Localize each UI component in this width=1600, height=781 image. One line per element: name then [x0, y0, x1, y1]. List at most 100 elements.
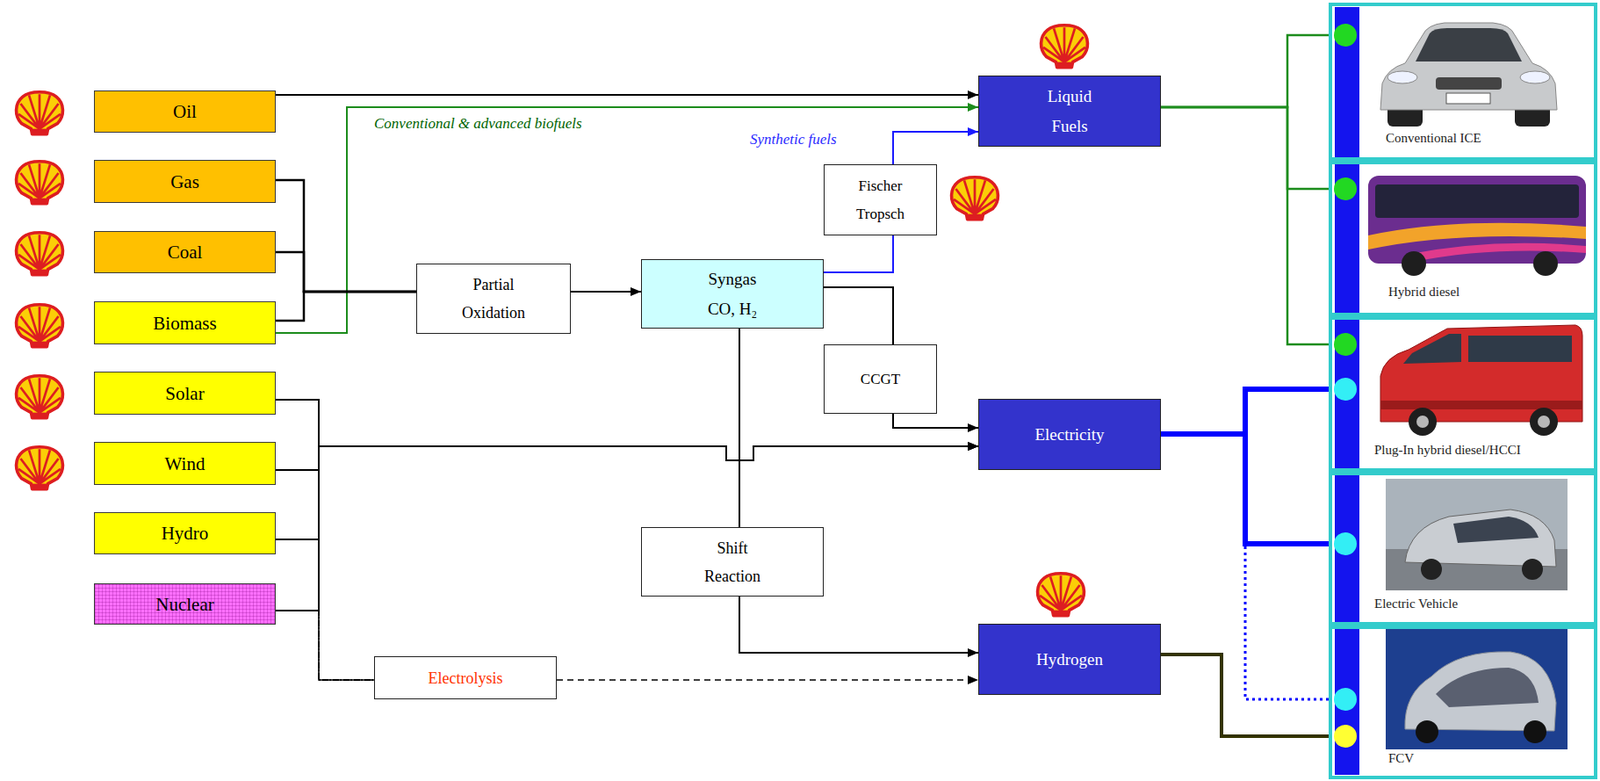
electricity-dot: [1333, 687, 1357, 711]
electric-car-picture: [1385, 478, 1568, 591]
connector: [275, 107, 979, 333]
shell-logos: [16, 25, 1089, 616]
grille: [1435, 77, 1502, 90]
connector: [1160, 654, 1329, 736]
node-label: Electric Vehicle: [1374, 595, 1458, 612]
node-label: Partial Oxidation: [449, 270, 538, 327]
carrier-box: Hydrogen: [978, 623, 1161, 695]
hub: [1416, 415, 1429, 428]
edge-label: Conventional & advanced biofuels: [374, 115, 583, 132]
hydrogen-dot: [1333, 724, 1357, 748]
van-body: [1380, 324, 1583, 422]
connector: [275, 610, 375, 680]
connector: [275, 93, 979, 96]
windshield: [1415, 28, 1522, 62]
node-label: Electrolysis: [428, 663, 504, 692]
connector: [893, 131, 979, 165]
carrier-box: Liquid Fuels: [978, 75, 1161, 147]
liquid-fuel-dot: [1333, 332, 1357, 356]
shell-logo: [951, 177, 999, 220]
wheel: [1420, 558, 1442, 580]
connector: [893, 413, 979, 428]
wheel: [1521, 558, 1543, 580]
connectors: [275, 35, 1329, 736]
source-box: Biomass: [93, 301, 276, 345]
label-holder: Conventional & advanced biofuels: [372, 115, 584, 133]
car-body: [1380, 22, 1557, 110]
node-label: FCV: [1388, 749, 1414, 766]
connector: [823, 287, 894, 345]
vehicle-panel: FCV: [1328, 625, 1598, 779]
liquid-fuel-dot: [1333, 23, 1357, 47]
source-box: Wind: [93, 441, 276, 485]
bus-picture: [1368, 175, 1586, 276]
connector: [570, 290, 642, 293]
process-box: Shift Reaction: [641, 526, 824, 597]
photo-ground: [1385, 478, 1568, 591]
node-label: Wind: [165, 452, 206, 476]
connector: [275, 291, 417, 321]
connector: [1160, 389, 1329, 434]
wheel: [1401, 251, 1427, 276]
source-box: Gas: [93, 159, 276, 203]
wheel: [1415, 720, 1439, 743]
wheel: [1408, 407, 1437, 436]
car-body: [1405, 651, 1557, 731]
edge-label: Synthetic fuels: [749, 130, 837, 148]
electricity-dot: [1333, 532, 1357, 555]
connector: [275, 446, 979, 540]
connector: [1160, 107, 1329, 345]
car-body: [1405, 509, 1557, 567]
label-holder: Synthetic fuels: [748, 130, 839, 149]
process-box: Syngas CO, H₂: [641, 259, 824, 329]
connector: [275, 469, 375, 680]
node-label: Conventional ICE: [1385, 129, 1482, 146]
node-label: Hydrogen: [1036, 644, 1103, 675]
node-label: Hydro: [161, 521, 210, 545]
car-window: [1453, 516, 1539, 543]
conventional-car-picture: [1380, 22, 1557, 127]
source-box: Oil: [93, 90, 276, 133]
node-label: Nuclear: [155, 592, 214, 616]
connector: [556, 678, 979, 681]
vehicle-bus-bar: [1334, 7, 1360, 775]
node-label: Electricity: [1034, 419, 1104, 450]
source-box: Coal: [93, 230, 276, 274]
bus-body: [1368, 175, 1586, 264]
shell-logo: [16, 161, 64, 204]
connector: [739, 596, 979, 653]
shell-logo: [1041, 25, 1089, 68]
connector: [823, 235, 894, 273]
shell-logo: [16, 304, 64, 347]
van-picture: [1380, 324, 1583, 436]
wheel: [1529, 407, 1558, 436]
windshield: [1403, 333, 1462, 364]
source-box: Nuclear: [93, 583, 276, 625]
node-label: Oil: [172, 100, 197, 123]
vehicle-panel: Hybrid diesel: [1328, 160, 1598, 317]
hub: [1537, 415, 1550, 428]
number-plate: [1446, 93, 1491, 104]
shell-logo: [16, 446, 64, 490]
shell-logo: [16, 375, 64, 419]
node-label: CCGT: [860, 365, 901, 394]
vehicle-panel: Plug-In hybrid diesel/HCCI: [1328, 316, 1598, 472]
shell-logo: [16, 232, 64, 275]
connector: [275, 446, 979, 611]
carrier-box: Electricity: [978, 398, 1161, 470]
shell-logo: [16, 92, 64, 135]
connector: [738, 328, 741, 527]
vehicle-panel: Conventional ICE: [1328, 2, 1598, 161]
van-windows: [1468, 335, 1572, 362]
wheel: [1523, 720, 1547, 743]
bus-stripe: [1405, 243, 1586, 262]
van-sill: [1380, 400, 1583, 410]
connector: [275, 252, 417, 292]
connector: [275, 539, 375, 680]
connector: [1160, 107, 1329, 189]
process-box: Partial Oxidation: [416, 263, 571, 334]
node-label: Coal: [167, 240, 203, 264]
source-box: Hydro: [93, 511, 276, 555]
photo-ground: [1385, 628, 1568, 750]
